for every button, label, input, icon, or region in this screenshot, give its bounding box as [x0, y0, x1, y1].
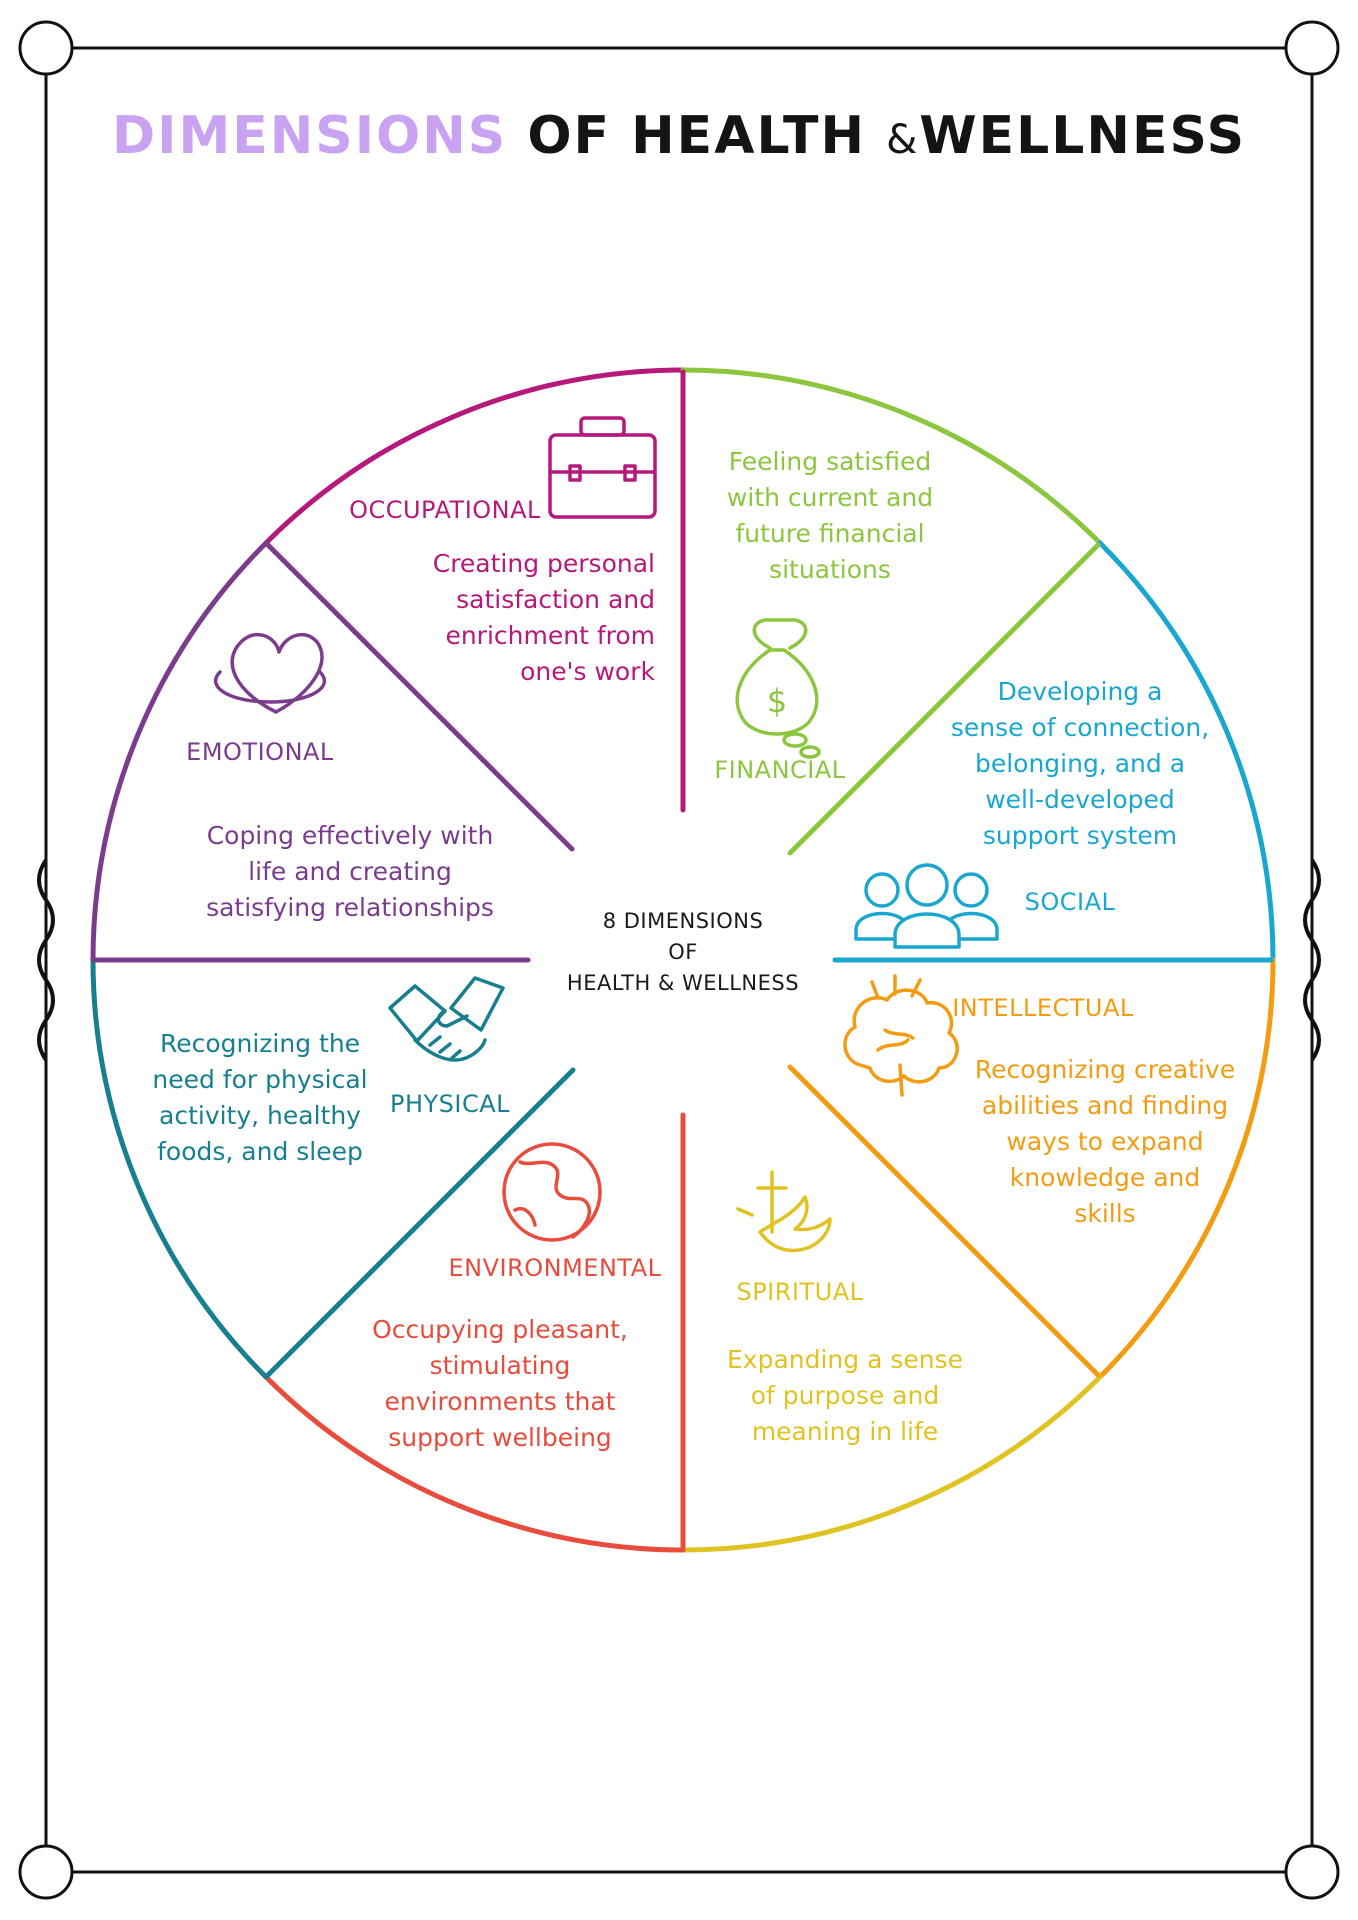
desc-line: Expanding a sense [726, 1345, 964, 1374]
desc-line: Occupying pleasant, [372, 1315, 628, 1344]
desc-spiritual: Expanding a sense of purpose and meaning… [715, 1342, 975, 1450]
title-word-of-health: OF HEALTH [527, 106, 866, 166]
desc-line: situations [769, 555, 891, 584]
spoke-bottom-left [265, 1067, 576, 1378]
label-spiritual: SPIRITUAL [736, 1278, 864, 1306]
cross-dove-icon [736, 1170, 832, 1253]
desc-intellectual: Recognizing creative abilities and findi… [965, 1052, 1245, 1232]
brain-icon [843, 974, 959, 1097]
label-physical: PHYSICAL [389, 1090, 511, 1118]
money-bag-icon: $ [735, 618, 821, 759]
desc-line: knowledge and [1009, 1163, 1201, 1192]
corner-circle-top-right [1284, 20, 1340, 76]
desc-line: Creating personal [432, 549, 655, 578]
desc-line: support wellbeing [388, 1423, 612, 1452]
desc-line: sense of connection, [950, 713, 1210, 742]
label-emotional: EMOTIONAL [186, 738, 334, 766]
center-line-1: 8 DIMENSIONS [602, 909, 764, 933]
desc-line: Coping effectively with [206, 821, 494, 850]
people-group-icon [854, 863, 999, 949]
desc-line: well-developed [985, 785, 1175, 814]
desc-line: satisfaction and [456, 585, 655, 614]
desc-social: Developing a sense of connection, belong… [930, 674, 1230, 854]
heart-icon [213, 632, 327, 714]
arc-spiritual [680, 1374, 1103, 1553]
arc-environmental [263, 1374, 686, 1553]
desc-line: satisfying relationships [206, 893, 494, 922]
desc-line: life and creating [248, 857, 452, 886]
label-environmental: ENVIRONMENTAL [448, 1254, 662, 1282]
desc-line: skills [1074, 1199, 1136, 1228]
desc-emotional: Coping effectively with life and creatin… [190, 818, 510, 926]
desc-line: of purpose and [750, 1381, 940, 1410]
desc-financial: Feeling satisfied with current and futur… [700, 444, 960, 588]
desc-line: activity, healthy [159, 1101, 361, 1130]
briefcase-icon [548, 416, 657, 519]
arc-financial [680, 367, 1103, 546]
desc-line: foods, and sleep [157, 1137, 363, 1166]
svg-text:$: $ [767, 682, 787, 720]
desc-line: enrichment from [445, 621, 655, 650]
center-line-3: HEALTH & WELLNESS [566, 971, 800, 995]
desc-line: Recognizing creative [974, 1055, 1236, 1084]
squiggle-left [37, 858, 55, 1062]
center-label: 8 DIMENSIONS OF HEALTH & WELLNESS [533, 906, 833, 999]
desc-line: abilities and finding [981, 1091, 1229, 1120]
handshake-icon [388, 976, 505, 1062]
desc-line: Developing a [997, 677, 1163, 706]
desc-line: one's work [520, 657, 655, 686]
desc-line: stimulating [429, 1351, 571, 1380]
desc-line: with current and [726, 483, 934, 512]
title-ampersand: & [886, 117, 920, 163]
label-social: SOCIAL [1024, 888, 1116, 916]
globe-icon [502, 1142, 602, 1242]
desc-line: environments that [384, 1387, 616, 1416]
page-title: DIMENSIONS OF HEALTH &WELLNESS [0, 106, 1358, 166]
label-intellectual: INTELLECTUAL [952, 994, 1134, 1022]
desc-environmental: Occupying pleasant, stimulating environm… [360, 1312, 640, 1456]
spoke-bottom-right [787, 1064, 1101, 1378]
desc-occupational: Creating personal satisfaction and enric… [390, 546, 655, 690]
desc-line: belonging, and a [974, 749, 1186, 778]
corner-circle-top-left [18, 20, 74, 76]
title-word-dimensions: DIMENSIONS [111, 106, 508, 166]
arc-occupational [263, 367, 686, 546]
arc-social [1097, 540, 1276, 963]
center-line-2: OF [668, 940, 698, 964]
arc-emotional [90, 540, 269, 963]
title-word-wellness: WELLNESS [919, 106, 1247, 166]
desc-line: future financial [735, 519, 925, 548]
spoke-top-left [265, 542, 575, 852]
squiggle-right [1303, 858, 1321, 1062]
desc-line: meaning in life [751, 1417, 939, 1446]
desc-physical: Recognizing the need for physical activi… [140, 1026, 380, 1170]
label-occupational: OCCUPATIONAL [349, 496, 541, 524]
arc-physical [90, 957, 269, 1380]
desc-line: Feeling satisfied [728, 447, 932, 476]
desc-line: support system [982, 821, 1178, 850]
label-financial: FINANCIAL [714, 756, 846, 784]
arc-intellectual [1097, 957, 1276, 1380]
corner-circle-bottom-right [1284, 1844, 1340, 1900]
desc-line: Recognizing the [159, 1029, 361, 1058]
spoke-top-right [787, 542, 1101, 856]
desc-line: ways to expand [1006, 1127, 1204, 1156]
corner-circle-bottom-left [18, 1844, 74, 1900]
desc-line: need for physical [152, 1065, 368, 1094]
